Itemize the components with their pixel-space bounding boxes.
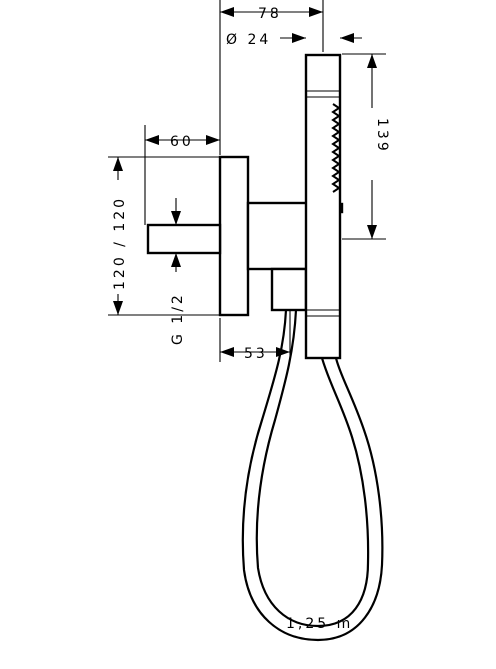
hand-shower-grip — [331, 103, 341, 193]
dim-label-139: 139 — [374, 118, 390, 154]
dim-handle-diameter: Ø 24 — [226, 32, 362, 48]
hand-shower — [304, 53, 342, 360]
dim-label-thread: G 1/2 — [170, 292, 186, 345]
dim-rosette: 120 / 120 — [112, 157, 128, 315]
dim-label-rosette: 120 / 120 — [112, 196, 128, 290]
dim-label-d24: Ø 24 — [226, 32, 271, 48]
dim-label-78: 78 — [258, 6, 282, 22]
hose-length-label: 1,25 m — [286, 616, 353, 632]
dim-label-60: 60 — [170, 134, 194, 150]
hand-shower-body — [304, 53, 342, 360]
extension-lines — [108, 0, 386, 362]
dim-label-53: 53 — [244, 346, 268, 362]
dim-handshower-length: 139 — [367, 54, 390, 239]
dim-total-depth: 78 — [220, 6, 323, 22]
dim-outlet-offset: 53 — [220, 346, 290, 362]
dim-connection-depth: 60 — [145, 134, 220, 150]
hose-connector — [270, 267, 308, 312]
shower-hose — [241, 309, 384, 642]
thread-pipe — [146, 223, 222, 255]
dim-thread: G 1/2 — [170, 198, 186, 345]
rosette-plate — [218, 155, 250, 317]
